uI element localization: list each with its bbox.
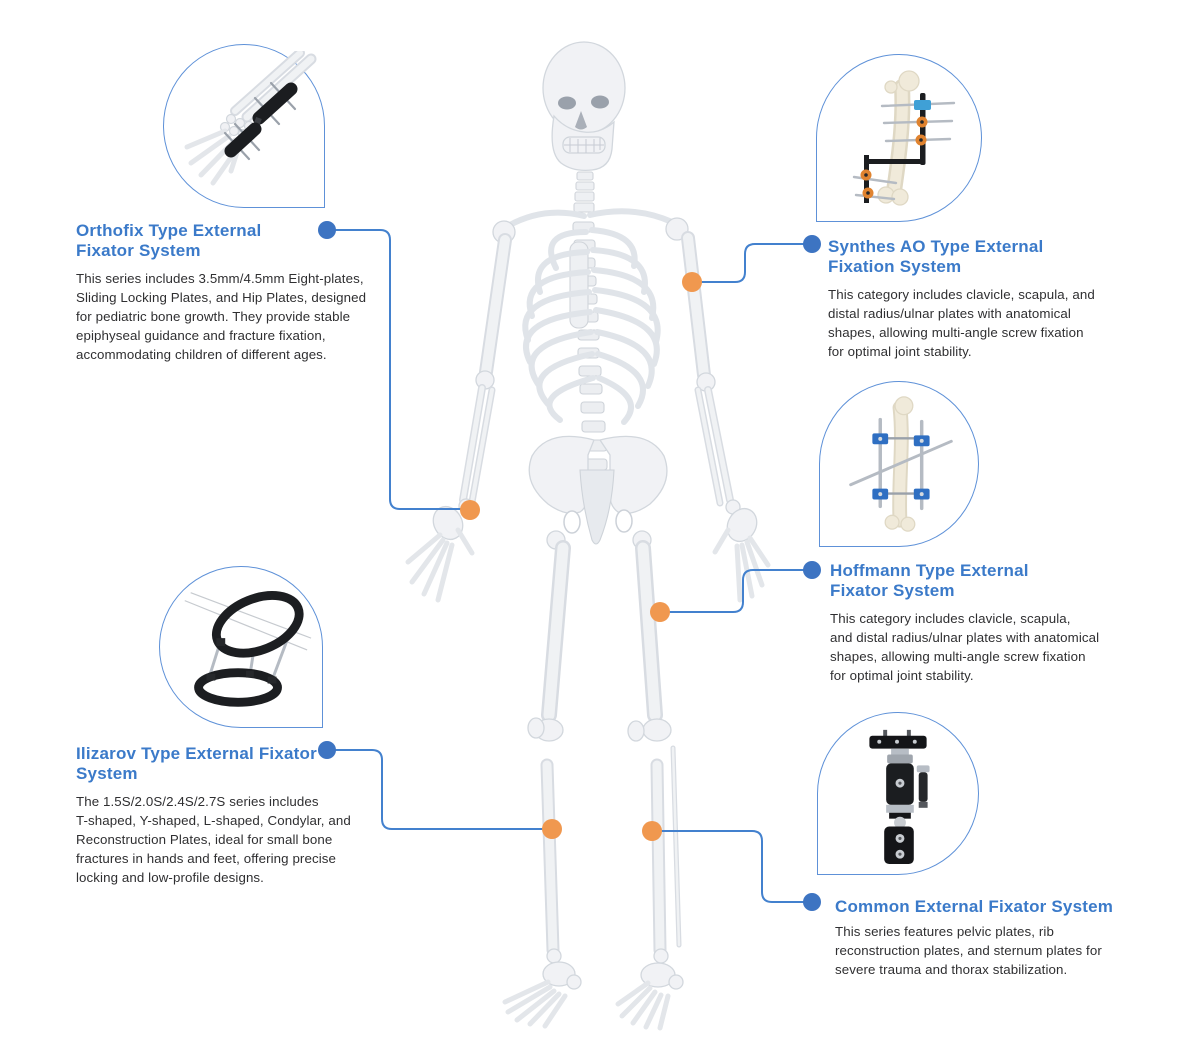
orthofix-device-image: [163, 44, 325, 208]
common-tibia-marker-dot: [642, 821, 662, 841]
synthes-device-image: [816, 54, 982, 222]
common-device-image: [817, 712, 979, 875]
monotube-external-fixator-icon: [869, 729, 930, 864]
synthes-blue-dot: [803, 235, 821, 253]
connector-common: [642, 821, 821, 911]
callout-synthes-ao: Synthes AO Type External Fixation System…: [828, 237, 1173, 361]
callout-common: Common External Fixator System This seri…: [835, 897, 1180, 979]
callout-orthofix: Orthofix Type External Fixator System Th…: [76, 221, 421, 364]
skeleton-illustration: [405, 41, 771, 1031]
orthofix-title: Orthofix Type External Fixator System: [76, 221, 262, 260]
connector-ilizarov: [318, 741, 562, 839]
synthes-title: Synthes AO Type External Fixation System: [828, 237, 1044, 276]
ilizarov-blue-dot: [318, 741, 336, 759]
hoffmann-device-image: [819, 381, 979, 547]
ilizarov-title: Ilizarov Type External Fixator System: [76, 744, 317, 783]
hoffmann-femur-marker-dot: [650, 602, 670, 622]
common-title: Common External Fixator System: [835, 897, 1114, 916]
rod-clamp-external-fixator-icon: [849, 396, 953, 532]
hoffmann-blue-dot: [803, 561, 821, 579]
common-blue-dot: [803, 893, 821, 911]
hoffmann-description: This category includes clavicle, scapula…: [830, 611, 1100, 683]
ilizarov-description: The 1.5S/2.0S/2.4S/2.7S series includes …: [76, 794, 351, 885]
callout-hoffmann: Hoffmann Type External Fixator System Th…: [830, 561, 1175, 685]
ilizarov-tibia-marker-dot: [542, 819, 562, 839]
ring-external-fixator-icon: [184, 591, 312, 707]
connector-synthes-ao: [682, 235, 821, 292]
callout-ilizarov: Ilizarov Type External Fixator System Th…: [76, 744, 421, 887]
orthofix-description: This series includes 3.5mm/4.5mm Eight-p…: [76, 271, 367, 362]
orthofix-blue-dot: [318, 221, 336, 239]
connector-hoffmann: [650, 561, 821, 622]
common-description: This series features pelvic plates, rib …: [835, 923, 1102, 977]
synthes-description: This category includes clavicle, scapula…: [828, 287, 1095, 359]
femur-frame-external-fixator-icon: [852, 70, 956, 206]
hand-wrist-external-fixator-icon: [184, 51, 317, 186]
orthofix-wrist-marker-dot: [460, 500, 480, 520]
ilizarov-device-image: [159, 566, 323, 728]
hoffmann-title: Hoffmann Type External Fixator System: [830, 561, 1029, 600]
synthes-humerus-marker-dot: [682, 272, 702, 292]
connector-orthofix: [318, 221, 480, 520]
